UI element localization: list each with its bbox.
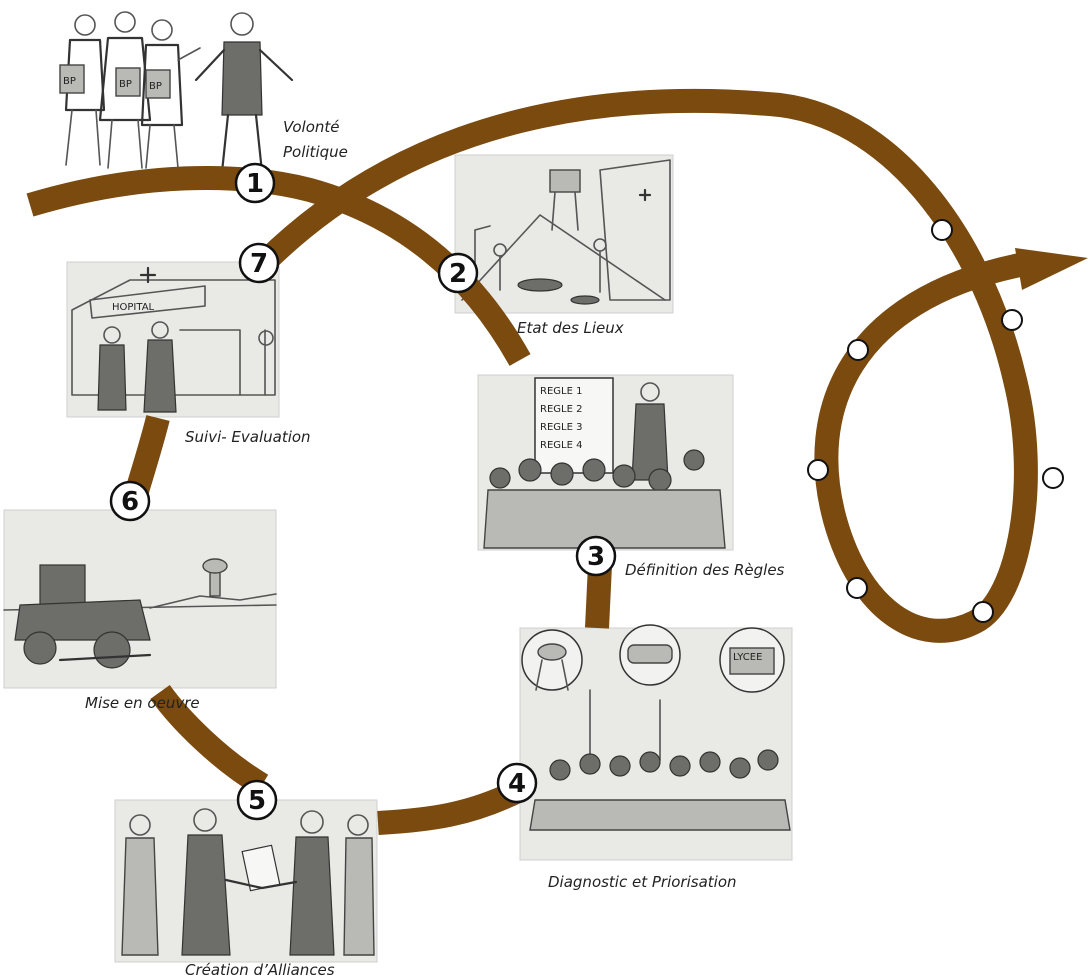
step-3-badge: 3 (575, 535, 617, 577)
step-3-label: Définition des Règles (625, 561, 785, 579)
bp-badge-3: BP (149, 81, 162, 92)
svg-text:3: 3 (587, 542, 605, 572)
step-7-badge: 7 (238, 242, 280, 284)
rule-1: REGLE 1 (540, 386, 582, 397)
svg-text:6: 6 (121, 487, 139, 517)
svg-text:4: 4 (508, 769, 526, 799)
path-loop-outer (256, 88, 1038, 643)
loop-marker (972, 601, 994, 623)
bp-badge-1: BP (63, 76, 76, 87)
illustration-political-will: BP BP BP (40, 5, 310, 175)
loop-marker (1042, 467, 1064, 489)
loop-marker (1001, 309, 1023, 331)
illustration-hospital: HOPITAL (66, 261, 280, 418)
svg-text:7: 7 (250, 249, 268, 279)
hospital-sign: HOPITAL (112, 302, 155, 313)
rule-2: REGLE 2 (540, 404, 582, 415)
illustration-rules-meeting: REGLE 1 REGLE 2 REGLE 3 REGLE 4 (477, 374, 734, 551)
step-5-label: Création d’Alliances (185, 961, 335, 979)
path-segment-4-5 (377, 779, 526, 835)
illustration-alliances (114, 799, 378, 963)
svg-text:1: 1 (246, 169, 264, 199)
step-6-label: Mise en oeuvre (85, 694, 200, 712)
loop-marker (807, 459, 829, 481)
illustration-implementation (3, 509, 277, 689)
step-2-label: Etat des Lieux (517, 319, 624, 337)
step-1-label-line2: Politique (283, 143, 348, 161)
svg-text:5: 5 (248, 786, 266, 816)
step-7-label: Suivi- Evaluation (185, 428, 311, 446)
step-2-badge: 2 (437, 252, 479, 294)
loop-marker (846, 577, 868, 599)
bp-badge-2: BP (119, 79, 132, 90)
step-5-badge: 5 (236, 779, 278, 821)
loop-marker (847, 339, 869, 361)
lycee-sign: LYCEE (733, 652, 762, 663)
illustration-diagnostic: LYCEE (519, 624, 793, 861)
step-1-badge: 1 (234, 162, 276, 204)
path-arrowhead (1015, 248, 1088, 290)
svg-text:2: 2 (449, 259, 467, 289)
illustration-inventory (454, 154, 674, 314)
step-4-label: Diagnostic et Priorisation (548, 873, 737, 891)
path-segment-5-6 (150, 684, 269, 796)
step-6-badge: 6 (109, 480, 151, 522)
step-4-badge: 4 (496, 762, 538, 804)
step-1-label-line1: Volonté (283, 118, 340, 136)
rule-4: REGLE 4 (540, 440, 582, 451)
rule-3: REGLE 3 (540, 422, 582, 433)
loop-marker (931, 219, 953, 241)
